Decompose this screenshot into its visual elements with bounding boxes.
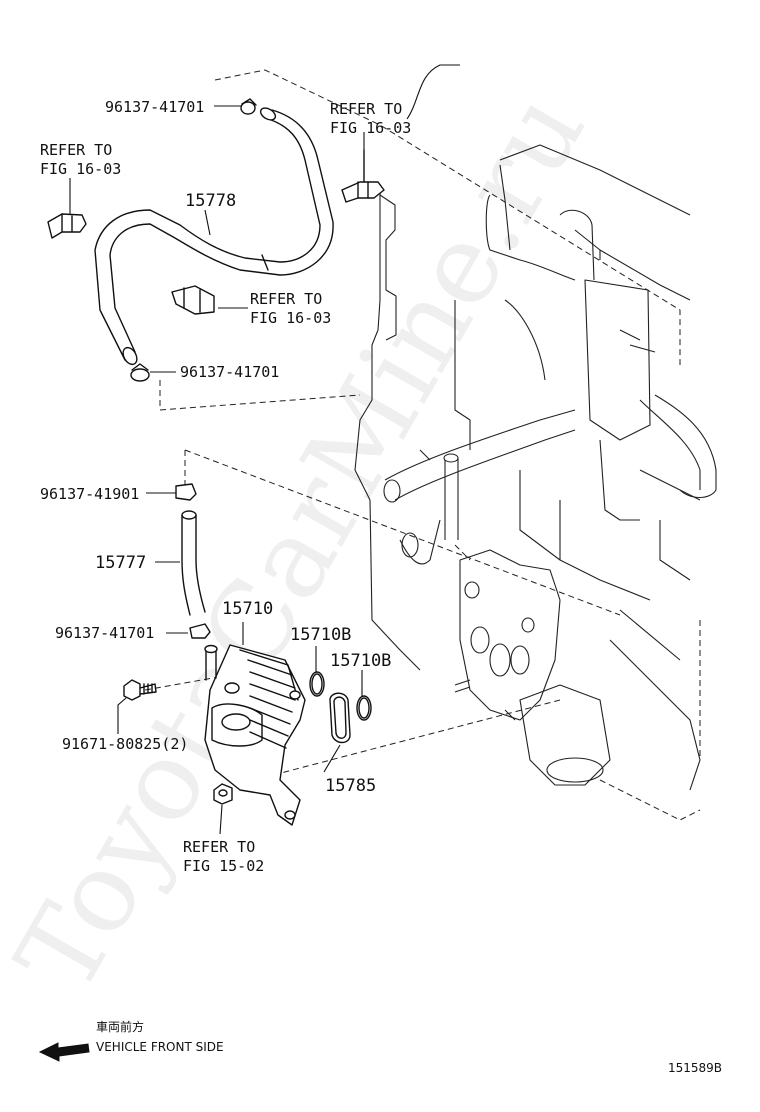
engine-block-drawing (354, 144, 717, 821)
label-refer-left-line1: REFER TO (40, 141, 112, 159)
label-refer-top-right-line2: FIG 16-03 (330, 119, 411, 137)
front-label-english: VEHICLE FRONT SIDE (96, 1040, 224, 1054)
hose-15777-drawing (175, 483, 211, 639)
clamp-mid-drawing (130, 363, 150, 382)
front-arrow-icon (38, 1042, 90, 1062)
vehicle-front-indicator: 車両前方 VEHICLE FRONT SIDE (38, 1019, 224, 1062)
label-refer-mid-line1: REFER TO (250, 290, 322, 308)
bolt-drawing (123, 679, 157, 701)
label-clamp-mid: 96137-41701 (180, 363, 279, 381)
nut-drawing (213, 783, 233, 805)
diagram-id: 151589B (668, 1061, 722, 1075)
watermark-text: ToyotaCarMine.ru (0, 71, 609, 1013)
label-refer-bottom-line2: FIG 15-02 (183, 857, 264, 875)
oil-cooler-15710-drawing (204, 644, 306, 826)
label-refer-bottom-line1: REFER TO (183, 838, 255, 856)
o-ring-drawings (309, 671, 372, 744)
callout-labels: 96137-41701 REFER TO FIG 16-03 REFER TO … (40, 98, 411, 875)
label-clamp-top: 96137-41701 (105, 98, 204, 116)
label-gasket-15785: 15785 (325, 776, 376, 796)
label-refer-mid-line2: FIG 16-03 (250, 309, 331, 327)
label-hose-15777: 15777 (95, 553, 146, 573)
label-o-ring-b: 15710B (330, 651, 391, 671)
clip-top-right-drawing (341, 149, 385, 203)
label-bolt: 91671-80825(2) (62, 735, 188, 753)
label-hose-15778: 15778 (185, 191, 236, 211)
label-o-ring-a: 15710B (290, 625, 351, 645)
label-clamp-41901: 96137-41901 (40, 485, 139, 503)
label-clamp-lower: 96137-41701 (55, 624, 154, 642)
front-label-japanese: 車両前方 (96, 1019, 144, 1034)
label-oil-cooler-15710: 15710 (222, 599, 273, 619)
clip-mid-drawing (171, 285, 215, 315)
hose-15778-drawing (94, 107, 334, 366)
label-refer-left-line2: FIG 16-03 (40, 160, 121, 178)
clamp-top-drawing (240, 98, 257, 115)
label-refer-top-right-line1: REFER TO (330, 100, 402, 118)
clip-left-drawing (47, 213, 87, 239)
leader-lines (69, 64, 460, 835)
